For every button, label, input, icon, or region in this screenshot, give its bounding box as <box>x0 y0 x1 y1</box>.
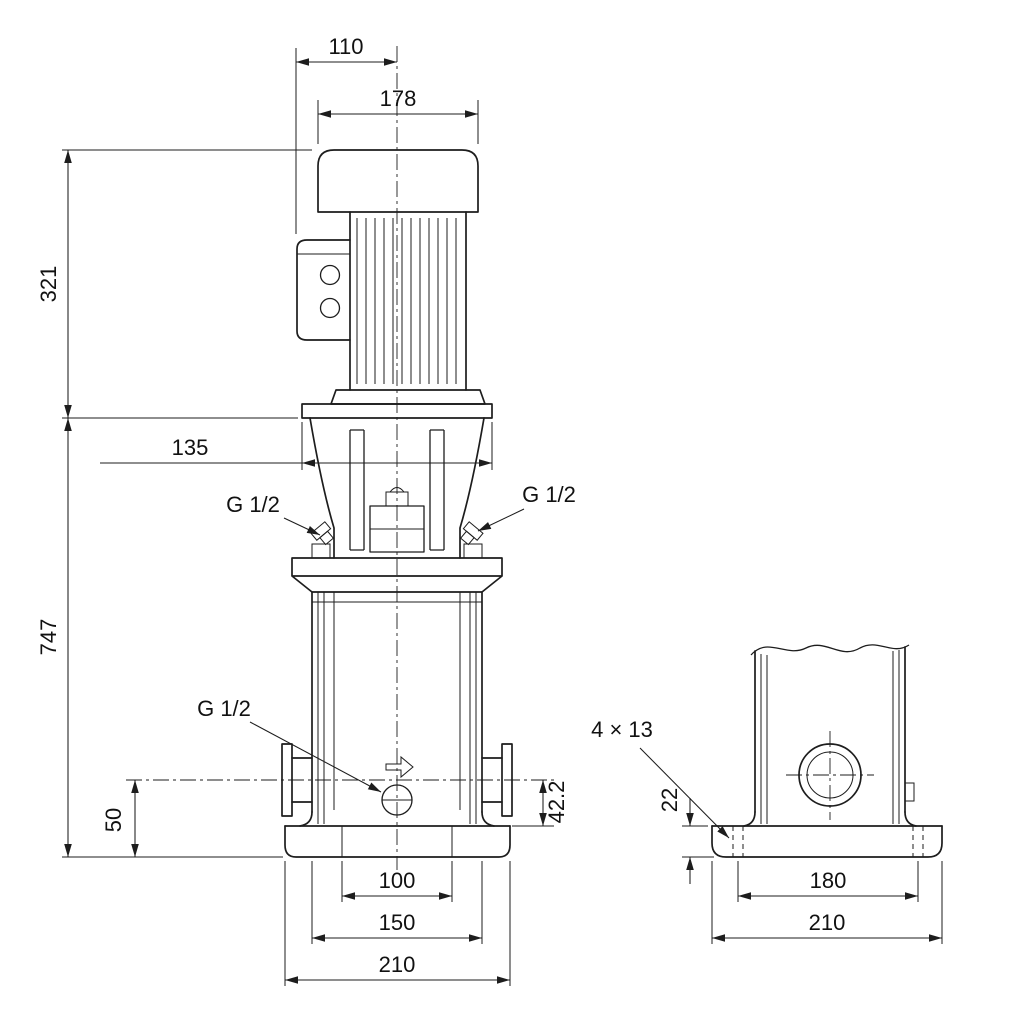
cable-entry-hole-top <box>319 264 341 286</box>
bolt-holes-label: 4 × 13 <box>591 717 653 742</box>
staybolts <box>317 592 477 824</box>
discharge-barrel <box>481 757 503 803</box>
dim-label-150: 150 <box>379 910 416 935</box>
side-base-outline <box>711 825 943 858</box>
head-flange <box>291 557 503 593</box>
discharge-flange <box>501 743 513 817</box>
stool-top-plate <box>301 403 493 419</box>
leader-bolt-holes <box>639 747 730 839</box>
dim-label-135: 135 <box>172 435 209 460</box>
nameplate-tab <box>904 782 915 802</box>
side-staybolts <box>760 650 900 824</box>
dim-label-747: 747 <box>36 619 61 656</box>
vent-plug-right <box>459 521 484 546</box>
base-front <box>284 811 511 858</box>
stool-side-left <box>309 417 335 559</box>
side-port-centerlines <box>786 731 874 820</box>
bolt-hole-lines <box>732 826 924 857</box>
dim-label-180: 180 <box>810 868 847 893</box>
staybolt-nut-right <box>463 543 483 559</box>
dim-label-321: 321 <box>36 266 61 303</box>
base-fillets <box>299 811 495 827</box>
base-foot-lines <box>341 826 453 857</box>
leader-drain <box>249 721 382 793</box>
front-view: 110 178 321 747 135 G 1/2 G 1/2 G 1/2 50… <box>36 34 576 986</box>
discharge-port <box>481 743 513 817</box>
ext-lines-210-front <box>284 861 511 986</box>
plug-label-left: G 1/2 <box>226 492 280 517</box>
pump-head <box>291 543 503 593</box>
suction-port <box>281 743 313 817</box>
coupling-guard-right <box>429 429 445 551</box>
ext-lines-150 <box>311 861 483 944</box>
motor-flange <box>330 389 486 405</box>
shaft-dome <box>389 487 405 493</box>
ext-lines-210-side <box>711 861 943 944</box>
vent-plug-left-shank <box>319 530 335 546</box>
side-base-fillets <box>743 811 917 827</box>
dimensions-side: 4 × 13 22 180 210 <box>591 717 943 944</box>
motor <box>296 149 486 405</box>
dim-label-50: 50 <box>101 808 126 832</box>
dim-label-210-front: 210 <box>379 952 416 977</box>
leader-plug-right <box>477 508 525 532</box>
break-line <box>750 644 910 656</box>
dim-label-42: 42.2 <box>544 781 569 824</box>
base-side <box>711 811 943 858</box>
suction-flange <box>281 743 293 817</box>
shaft-seal-cap <box>385 491 409 507</box>
staybolt-nut-left <box>311 543 331 559</box>
ext-lines-178 <box>317 100 479 144</box>
plug-label-right: G 1/2 <box>522 482 576 507</box>
ext-lines-321-747 <box>62 149 312 858</box>
dim-label-22: 22 <box>657 788 682 812</box>
cable-entry-hole-bottom <box>319 297 341 319</box>
dim-label-210-side: 210 <box>809 910 846 935</box>
chamber-stack <box>311 591 483 824</box>
flow-direction-arrow-icon <box>385 755 414 779</box>
ext-lines-22 <box>682 825 714 858</box>
motor-fins <box>356 218 457 384</box>
drain-label: G 1/2 <box>197 696 251 721</box>
fan-cover-outline <box>317 149 479 213</box>
chamber-walls <box>311 591 483 813</box>
dimensions-front: 110 178 321 747 135 G 1/2 G 1/2 G 1/2 50… <box>36 34 576 986</box>
inner-shell-lines <box>333 592 461 810</box>
motor-body-outline <box>349 211 467 391</box>
side-view: 4 × 13 22 180 210 <box>591 644 943 944</box>
coupling-guard-left <box>349 429 365 551</box>
dim-label-178: 178 <box>380 86 417 111</box>
dim-label-100: 100 <box>379 868 416 893</box>
stool-side-right <box>459 417 485 559</box>
side-port <box>786 731 874 820</box>
vent-plug-right-shank <box>459 530 475 546</box>
dim-label-110: 110 <box>328 34 363 59</box>
leader-plug-left <box>283 517 321 536</box>
drain-plug <box>381 784 413 816</box>
base-outline <box>284 825 511 858</box>
suction-barrel <box>291 757 313 803</box>
terminal-box <box>296 239 351 341</box>
